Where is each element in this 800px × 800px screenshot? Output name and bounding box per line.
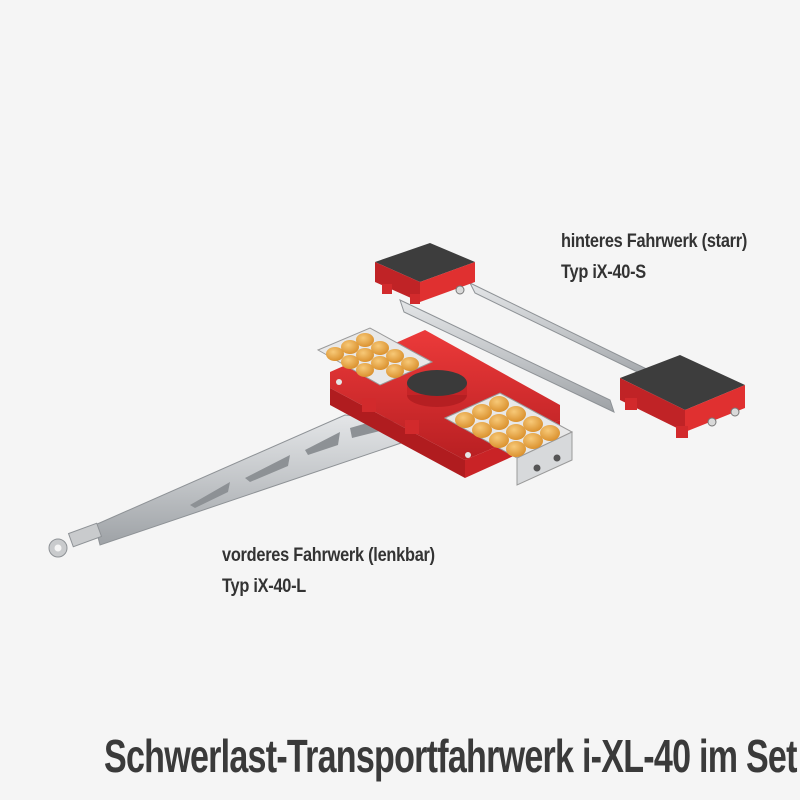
- product-title: Schwerlast-Transportfahrwerk i-XL-40 im …: [104, 730, 797, 782]
- rear-unit-label: hinteres Fahrwerk (starr) Typ iX-40-S: [561, 226, 747, 288]
- rollers-right: [455, 396, 560, 457]
- rear-unit-description: hinteres Fahrwerk (starr): [561, 231, 748, 252]
- front-unit-type: Typ iX-40-L: [222, 576, 307, 597]
- rear-dolly: [375, 243, 745, 438]
- rear-unit-type: Typ iX-40-S: [561, 262, 646, 283]
- rollers-left: [326, 333, 419, 378]
- front-dolly: [48, 327, 574, 558]
- front-unit-description: vorderes Fahrwerk (lenkbar): [222, 545, 435, 566]
- front-unit-label: vorderes Fahrwerk (lenkbar) Typ iX-40-L: [222, 540, 435, 602]
